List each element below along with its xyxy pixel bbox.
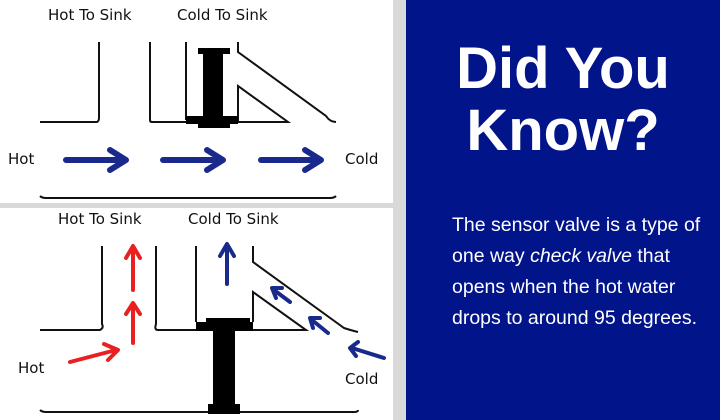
top-diagram-valve-closed: [39, 42, 337, 199]
top-hot-to-sink-label: Hot To Sink: [48, 6, 132, 24]
bottom-hot-arrows: [68, 244, 142, 364]
bottom-cold-label: Cold: [345, 370, 379, 388]
top-cold-to-sink-label: Cold To Sink: [177, 6, 268, 24]
info-text-part2: that opens when the hot water drops to a…: [452, 245, 698, 329]
valve-diagrams: [39, 42, 386, 414]
bottom-cold-to-sink-label: Cold To Sink: [188, 210, 279, 228]
bottom-hot-to-sink-label: Hot To Sink: [58, 210, 142, 228]
diagram-panel: Hot To Sink Cold To Sink Hot Cold Hot To…: [8, 6, 386, 414]
top-valve-piston: [186, 48, 238, 128]
vertical-divider: [393, 0, 406, 420]
title-line-1: Did You: [456, 36, 670, 101]
bottom-hot-label: Hot: [18, 359, 45, 377]
horizontal-divider: [0, 203, 393, 208]
title-line-2: Know?: [466, 98, 660, 163]
info-text: The sensor valve is a type of one way ch…: [452, 210, 712, 334]
info-text-part1: The sensor valve is a type of one way: [452, 214, 701, 267]
top-flow-arrows: [63, 147, 324, 173]
bottom-diagram-valve-open: [39, 246, 359, 413]
top-cold-label: Cold: [345, 150, 379, 168]
info-text-emphasis: check valve: [530, 245, 632, 267]
info-title: Did You Know?: [406, 38, 720, 162]
info-panel: Did You Know? The sensor valve is a type…: [406, 0, 720, 420]
bottom-valve-piston: [196, 318, 253, 414]
top-hot-label: Hot: [8, 150, 35, 168]
bottom-cold-arrows: [218, 242, 386, 360]
